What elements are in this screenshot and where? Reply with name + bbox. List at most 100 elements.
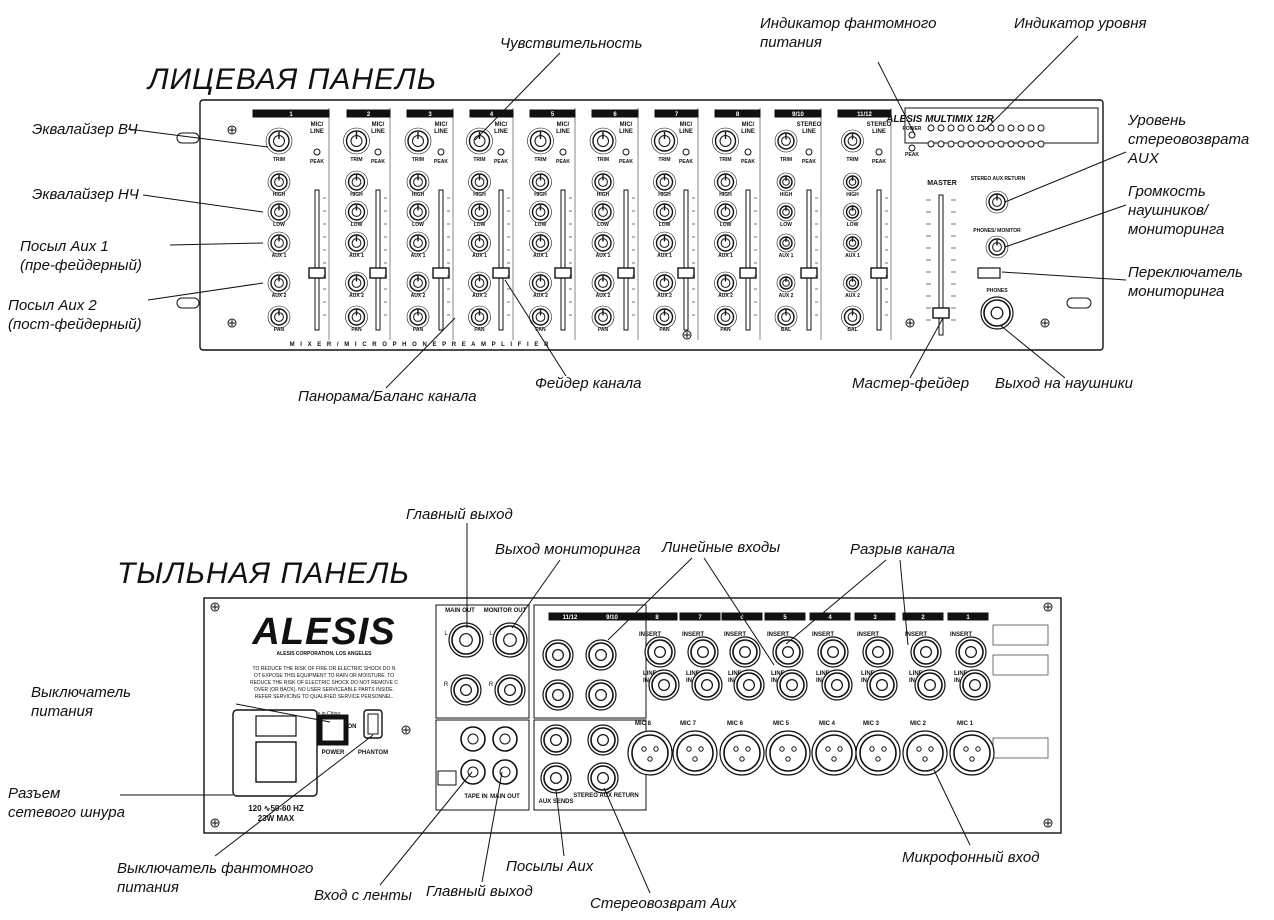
leader-line-in-a bbox=[607, 557, 693, 641]
callout-tape-in: Вход с ленты bbox=[314, 887, 412, 904]
balanced-wiring-note bbox=[992, 654, 1049, 676]
line-in-jack-hole bbox=[785, 678, 798, 691]
model-strip: M I X E R / M I C R O P H O N E P R E A … bbox=[290, 342, 551, 348]
insert-jack-hole bbox=[653, 645, 666, 658]
peak-led bbox=[497, 148, 505, 156]
insert-label: INSERT bbox=[950, 632, 972, 638]
mic-xlr-pin bbox=[916, 746, 922, 752]
mic-label: MIC 4 bbox=[819, 721, 836, 727]
strip-knob-label: AUX 2 bbox=[349, 293, 364, 299]
power-rating: 23W MAX bbox=[258, 814, 295, 823]
level-meter-led bbox=[947, 140, 955, 148]
main-out-jack-l-hole bbox=[459, 633, 473, 647]
stereo-aux-return-r-hole bbox=[596, 771, 609, 784]
level-meter-led bbox=[1037, 140, 1045, 148]
fader-cap bbox=[369, 267, 387, 279]
channel-type-label: LINE bbox=[741, 129, 755, 135]
channel-header-label: 9/10 bbox=[606, 615, 618, 621]
callout-stereo-aux-return: Стереовозврат Aux bbox=[590, 895, 737, 912]
mic-xlr-pin bbox=[785, 756, 791, 762]
level-meter-led bbox=[1027, 124, 1035, 132]
callout-stereo-aux-return-level: Уровень стереовозврата AUX bbox=[1128, 112, 1250, 167]
fader-slot bbox=[438, 189, 444, 331]
jack-l-label: L bbox=[489, 631, 493, 637]
channel-number: 3 bbox=[428, 112, 432, 118]
callout-pan-balance: Панорама/Баланс канала bbox=[298, 388, 477, 405]
jack-r-label: R bbox=[444, 682, 449, 688]
channel-type-label: LINE bbox=[371, 129, 385, 135]
channel-header-label: 2 bbox=[921, 615, 925, 621]
mic-label: MIC 6 bbox=[727, 721, 744, 727]
monitor-switch bbox=[977, 267, 1001, 279]
callout-aux1: Посыл Aux 1 (пре-фейдерный) bbox=[20, 238, 142, 274]
leader-insert-a bbox=[785, 559, 887, 645]
line-in-9-10-r-hole bbox=[594, 688, 607, 701]
stereo-aux-return-l-hole bbox=[596, 733, 609, 746]
channel-header-bar bbox=[636, 612, 678, 621]
strip-knob-label: AUX 1 bbox=[596, 253, 611, 259]
peak-label: PEAK bbox=[679, 159, 693, 165]
monitor-out-label: MONITOR OUT bbox=[484, 608, 527, 614]
callout-aux-sends: Посылы Aux bbox=[506, 858, 594, 875]
mic-xlr-body bbox=[631, 734, 669, 772]
strip-knob-label: HIGH bbox=[780, 192, 793, 198]
channel-header-label: 3 bbox=[873, 615, 877, 621]
strip-knob-label: PAN bbox=[413, 327, 424, 333]
peak-led bbox=[805, 148, 813, 156]
callout-headphone-volume: Громкость наушников/ мониторинга bbox=[1128, 183, 1225, 238]
fader-cap bbox=[432, 267, 450, 279]
rack-ear-slot bbox=[1066, 297, 1092, 309]
trim-label: TRIM bbox=[780, 157, 792, 163]
level-meter-led bbox=[937, 140, 945, 148]
main-out-rca-label: MAIN OUT bbox=[490, 794, 520, 800]
insert-label: INSERT bbox=[857, 632, 879, 638]
peak-led bbox=[682, 148, 690, 156]
strip-knob-label: HIGH bbox=[719, 192, 732, 198]
callout-phantom-indicator: Индикатор фантомного питания bbox=[760, 15, 937, 51]
mic-label: MIC 3 bbox=[863, 721, 880, 727]
callout-power-cord: Разъем сетевого шнура bbox=[8, 785, 125, 821]
peak-label: PEAK bbox=[310, 159, 324, 165]
insert-wiring-note bbox=[992, 624, 1049, 646]
warning-text: TO REDUCE THE RISK OF FIRE OR ELECTRIC S… bbox=[253, 666, 396, 672]
line-in-jack-hole bbox=[830, 678, 843, 691]
insert-jack-hole bbox=[696, 645, 709, 658]
callout-line-inputs: Линейные входы bbox=[662, 539, 781, 556]
mic-xlr-pin bbox=[869, 746, 875, 752]
trim-label: TRIM bbox=[273, 157, 285, 163]
peak-led bbox=[875, 148, 883, 156]
strip-knob-label: PAN bbox=[598, 327, 609, 333]
mic-wiring-note bbox=[992, 737, 1049, 759]
channel-type-label: LINE bbox=[679, 129, 693, 135]
mic-label: MIC 8 bbox=[635, 721, 652, 727]
line-in-label: IN bbox=[909, 678, 915, 684]
line-in-jack-hole bbox=[968, 678, 981, 691]
mic-xlr-body bbox=[953, 734, 991, 772]
callout-channel-insert: Разрыв канала bbox=[850, 541, 956, 558]
channel-number: 11/12 bbox=[857, 112, 872, 118]
strip-knob-label: HIGH bbox=[473, 192, 486, 198]
insert-label: INSERT bbox=[767, 632, 789, 638]
leader-power-switch bbox=[235, 703, 331, 723]
channel-number: 9/10 bbox=[792, 112, 804, 118]
strip-knob-label: HIGH bbox=[658, 192, 671, 198]
callout-headphone-out: Выход на наушники bbox=[995, 375, 1134, 392]
aux-send-1-hole bbox=[549, 733, 562, 746]
aux-sends-label: AUX SENDS bbox=[538, 799, 573, 805]
strip-knob-label: AUX 1 bbox=[779, 253, 794, 259]
channel-type-label: LINE bbox=[310, 129, 324, 135]
line-in-label: LINE bbox=[861, 671, 875, 677]
fader-cap bbox=[308, 267, 326, 279]
channel-number: 1 bbox=[289, 112, 293, 118]
leader-eq-high bbox=[127, 128, 269, 148]
channel-header-label: 4 bbox=[828, 615, 832, 621]
leader-phantom-switch bbox=[214, 734, 374, 857]
channel-header-label: 6 bbox=[740, 615, 744, 621]
peak-label: PEAK bbox=[741, 159, 755, 165]
mic-xlr-pin bbox=[641, 746, 647, 752]
phantom-switch-label: PHANTOM bbox=[358, 750, 388, 756]
mic-xlr-pin bbox=[647, 756, 653, 762]
mic-xlr-body bbox=[723, 734, 761, 772]
phones-monitor-label: PHONES/ MONITOR bbox=[973, 228, 1021, 234]
